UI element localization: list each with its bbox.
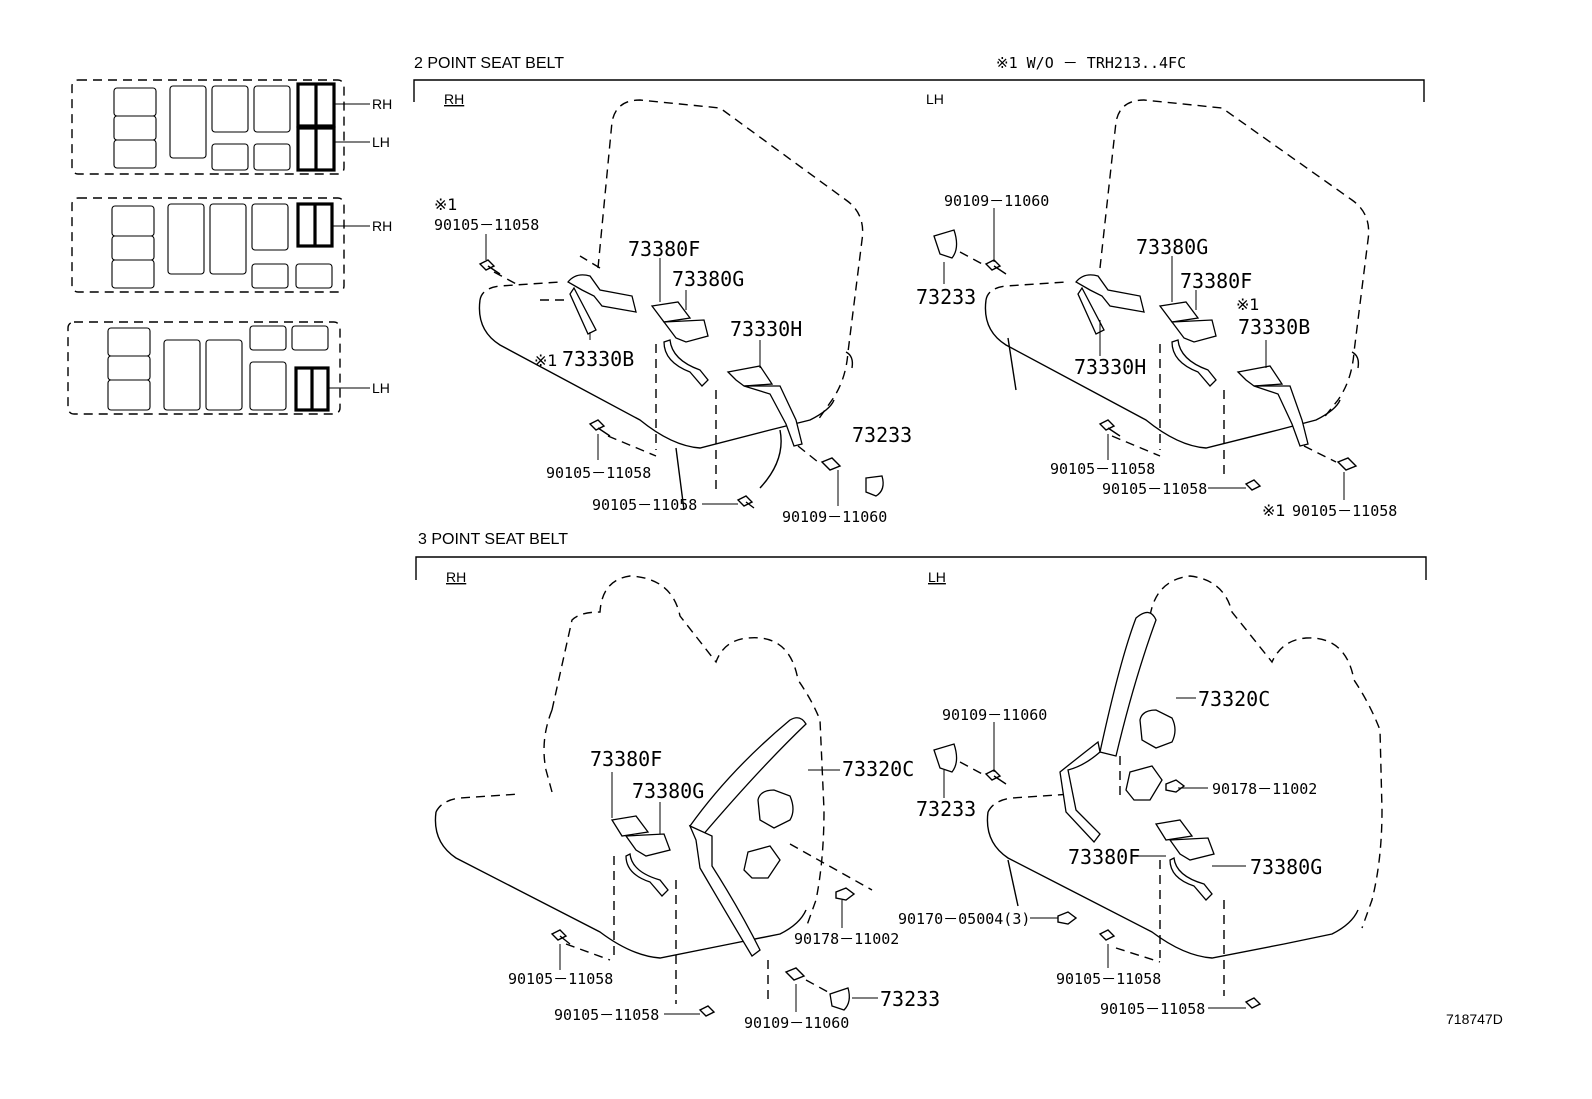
legend-label-rh-2: RH bbox=[372, 218, 392, 234]
callout-lh2-73233: 73233 bbox=[916, 285, 976, 309]
three-point-rh-assembly bbox=[434, 575, 878, 1017]
callout-rh2-73330h: 73330H bbox=[730, 317, 802, 341]
legend-label-rh: RH bbox=[372, 96, 392, 112]
legend-label-lh-3: LH bbox=[372, 380, 390, 396]
note-mark-3: ※1 bbox=[1236, 295, 1260, 314]
callout-lh3-90105-11058-b: 90105－11058 bbox=[1100, 1000, 1205, 1018]
note-mark-2: ※1 bbox=[534, 351, 558, 370]
section-title-2-point: 2 POINT SEAT BELT bbox=[414, 55, 564, 72]
callout-lh2-90105-11058-b: 90105－11058 bbox=[1102, 480, 1207, 498]
three-point-lh-assembly bbox=[933, 575, 1383, 1009]
diagram-id: 718747D bbox=[1446, 1011, 1503, 1027]
callout-lh3-73380g: 73380G bbox=[1250, 855, 1322, 879]
legend-label-lh: LH bbox=[372, 134, 390, 150]
callout-rh3-73380f: 73380F bbox=[590, 747, 662, 771]
callout-lh3-90109-11060: 90109－11060 bbox=[942, 706, 1047, 724]
callout-rh3-90109-11060: 90109－11060 bbox=[744, 1014, 849, 1032]
two-point-lh-assembly bbox=[933, 99, 1370, 500]
section-title-3-point: 3 POINT SEAT BELT bbox=[418, 531, 568, 548]
callout-rh2-90105-11058-a: 90105－11058 bbox=[434, 216, 539, 234]
callout-lh3-73320c: 73320C bbox=[1198, 687, 1270, 711]
callout-rh2-90109-11060: 90109－11060 bbox=[782, 508, 887, 526]
callout-lh3-73233: 73233 bbox=[916, 797, 976, 821]
callout-lh2-90105-11058-a: 90105－11058 bbox=[1050, 460, 1155, 478]
callout-rh3-90105-11058-b: 90105－11058 bbox=[554, 1006, 659, 1024]
callout-lh3-73380f: 73380F bbox=[1068, 845, 1140, 869]
three-point-lh-label: LH bbox=[928, 569, 946, 585]
note-w-o: ※1 W/O － TRH213..4FC bbox=[996, 54, 1186, 72]
callout-lh3-90178-11002: 90178－11002 bbox=[1212, 780, 1317, 798]
callout-rh3-90105-11058-a: 90105－11058 bbox=[508, 970, 613, 988]
callout-rh2-73380g: 73380G bbox=[672, 267, 744, 291]
callout-rh2-90105-11058-b: 90105－11058 bbox=[546, 464, 651, 482]
two-point-rh-assembly bbox=[478, 99, 884, 511]
callout-lh2-73330h: 73330H bbox=[1074, 355, 1146, 379]
callout-rh2-73233: 73233 bbox=[852, 423, 912, 447]
callout-rh2-90105-11058-c: 90105－11058 bbox=[592, 496, 697, 514]
callout-rh2-73380f: 73380F bbox=[628, 237, 700, 261]
callout-rh3-90178-11002: 90178－11002 bbox=[794, 930, 899, 948]
callout-rh3-73380g: 73380G bbox=[632, 779, 704, 803]
seat-layout-legend: RH LH RH LH bbox=[67, 79, 392, 415]
callout-lh2-73380g: 73380G bbox=[1136, 235, 1208, 259]
note-mark-4: ※1 bbox=[1262, 501, 1286, 520]
callout-lh2-73330b: 73330B bbox=[1238, 315, 1310, 339]
callout-lh2-73380f: 73380F bbox=[1180, 269, 1252, 293]
callout-lh3-90170-05004: 90170－05004(3) bbox=[898, 910, 1030, 928]
two-point-lh-label: LH bbox=[926, 91, 944, 107]
callout-rh2-73330b: 73330B bbox=[562, 347, 634, 371]
callout-lh2-90105-11058-c: 90105－11058 bbox=[1292, 502, 1397, 520]
three-point-rh-label: RH bbox=[446, 569, 466, 585]
callout-lh2-90109-11060: 90109－11060 bbox=[944, 192, 1049, 210]
two-point-rh-label: RH bbox=[444, 91, 464, 107]
callout-rh3-73320c: 73320C bbox=[842, 757, 914, 781]
callout-rh3-73233: 73233 bbox=[880, 987, 940, 1011]
note-mark-1: ※1 bbox=[434, 195, 458, 214]
callout-lh3-90105-11058-a: 90105－11058 bbox=[1056, 970, 1161, 988]
